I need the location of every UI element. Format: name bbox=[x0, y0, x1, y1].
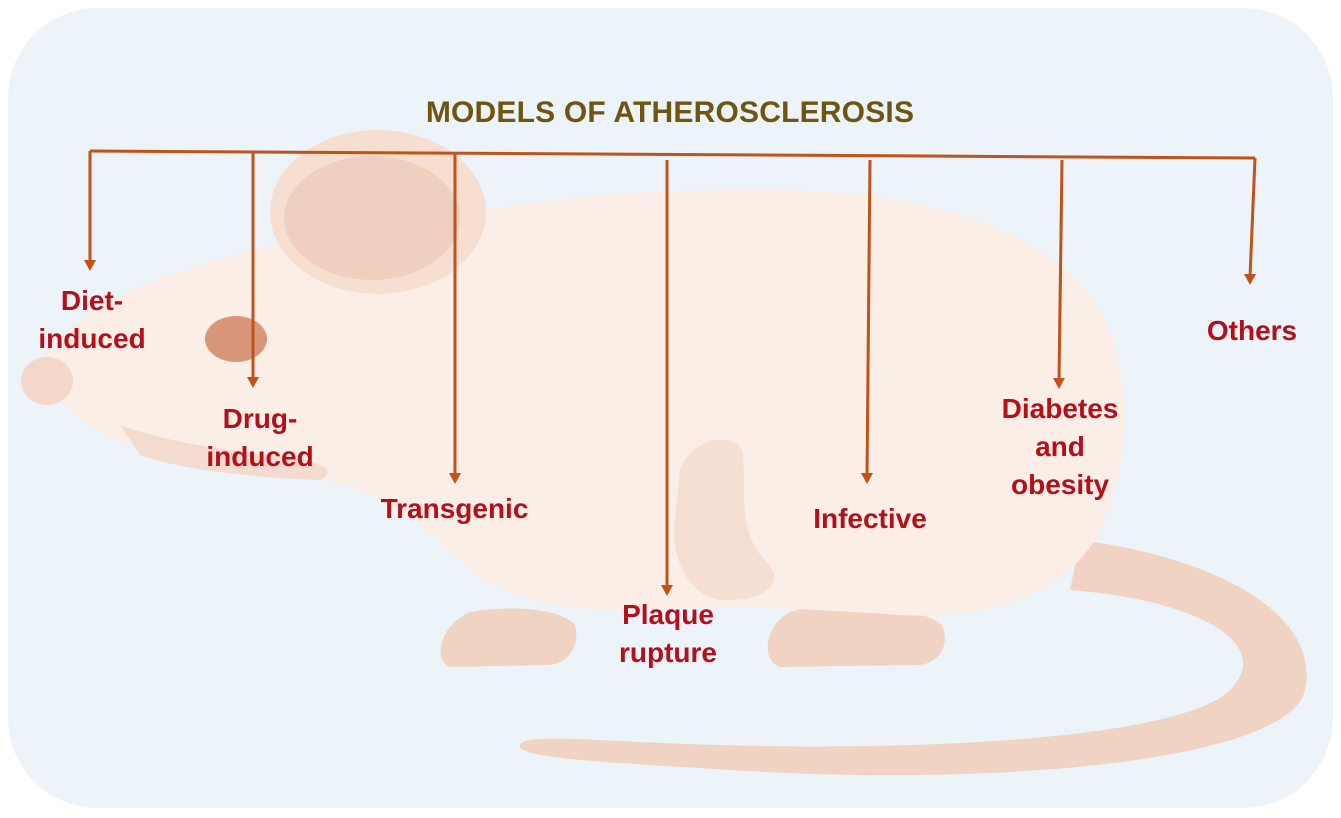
label-infective: Infective bbox=[790, 500, 950, 538]
label-others: Others bbox=[1182, 312, 1322, 350]
label-transgenic: Transgenic bbox=[362, 490, 547, 528]
label-plaque-rupture: Plaque rupture bbox=[598, 596, 738, 672]
mouse-nose bbox=[21, 357, 73, 405]
arrowhead-diet-induced bbox=[84, 260, 96, 271]
arrowhead-others bbox=[1244, 274, 1256, 285]
diagram-title: MODELS OF ATHEROSCLEROSIS bbox=[330, 96, 1010, 130]
arrow-stem-others bbox=[1250, 158, 1255, 277]
mouse-ear-inner bbox=[284, 156, 460, 280]
label-drug-induced: Drug- induced bbox=[185, 400, 335, 476]
label-diabetes-obesity: Diabetes and obesity bbox=[985, 390, 1135, 504]
mouse-eye bbox=[205, 316, 267, 362]
label-diet-induced: Diet- induced bbox=[22, 282, 162, 358]
arrow-bar bbox=[90, 151, 1255, 158]
mouse-front-foot bbox=[440, 608, 576, 667]
